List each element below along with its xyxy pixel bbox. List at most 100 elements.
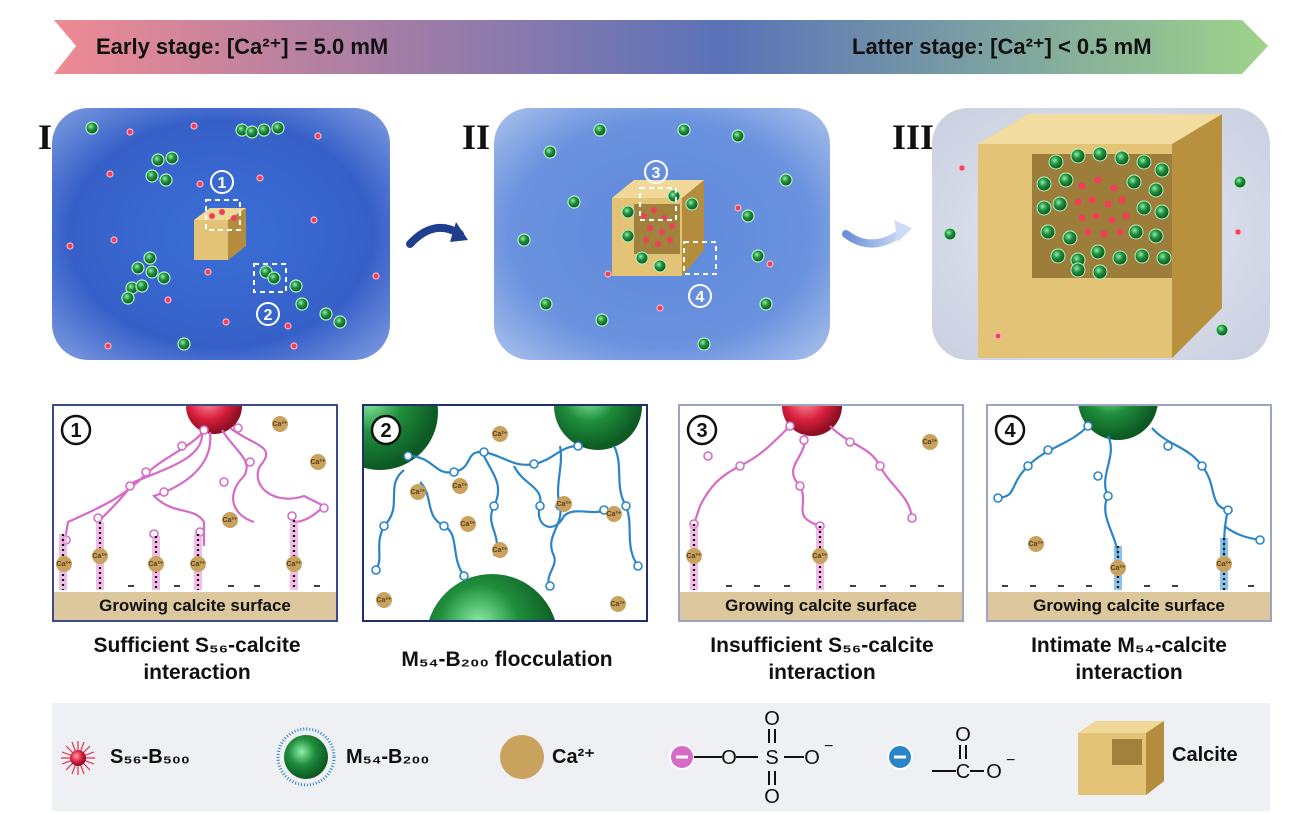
m54-free <box>943 175 1247 337</box>
sulfate-minus: − <box>824 738 833 755</box>
transition-arrow-1 <box>406 222 468 248</box>
ca-ion-label: Ca²⁺ <box>377 597 392 604</box>
sulfate-o-top: O <box>764 708 780 730</box>
carboxylate-o-top: O <box>955 724 971 746</box>
calcite-surface <box>680 592 962 620</box>
marker-2: 2 <box>264 307 273 324</box>
m54-particles <box>85 121 347 351</box>
legend-calcite-label: Calcite <box>1172 744 1238 766</box>
carboxylate-minus: − <box>1006 752 1015 769</box>
marker-circle-4 <box>688 284 712 308</box>
ca-ion-label: Ca²⁺ <box>923 439 938 446</box>
caption-line: Insufficient S₅₆-calcite <box>710 634 934 657</box>
stage-banner <box>54 20 1268 74</box>
detail-number-circle <box>994 414 1026 446</box>
s56-particles <box>604 204 774 312</box>
scene-stage-1: 1 2 <box>52 108 390 360</box>
m54-core-right <box>554 406 642 450</box>
scene-stage-3 <box>932 108 1270 360</box>
transition-arrow-2 <box>842 220 912 248</box>
marker-box-4 <box>683 241 717 275</box>
marker-3: 3 <box>652 165 661 182</box>
marker-circle-3 <box>644 160 668 184</box>
caption-line: interaction <box>143 661 251 684</box>
caption-2: M₅₄-B₂₀₀ flocculation <box>362 646 652 673</box>
sulfate-o: O <box>721 747 737 769</box>
ca-ion-label: Ca²⁺ <box>311 459 326 466</box>
stage-numeral-1: I <box>38 117 53 157</box>
carboxylate-c: C <box>956 761 970 783</box>
sulfate-s: S <box>765 747 778 769</box>
detail-panel-3: Ca²⁺ Ca²⁺ Ca²⁺ 3 Growing calcite surface <box>678 404 964 622</box>
detail-number-circle <box>60 414 92 446</box>
ca-ions: Ca²⁺ Ca²⁺ Ca²⁺ Ca²⁺ Ca²⁺ Ca²⁺ Ca²⁺ Ca²⁺ … <box>376 426 626 612</box>
caption-line: interaction <box>768 661 876 684</box>
ca-ion-label: Ca²⁺ <box>461 521 476 528</box>
sulfate-legend-icon: O S O O O − <box>669 708 833 808</box>
scene-stage-2: 3 4 <box>494 108 830 360</box>
ca-ion-label: Ca²⁺ <box>607 511 622 518</box>
ca-ion-label: Ca²⁺ <box>1029 541 1044 548</box>
caption-line: interaction <box>1075 661 1183 684</box>
ca-ion-label: Ca²⁺ <box>411 489 426 496</box>
s56-core <box>186 406 242 434</box>
m54-particles <box>517 123 793 351</box>
stage-numeral-3: III <box>892 117 935 157</box>
ca-ions: Ca²⁺ Ca²⁺ Ca²⁺ <box>686 434 938 564</box>
banner-left-label: Early stage: [Ca²⁺] = 5.0 mM <box>96 34 389 59</box>
stage-numeral-2: II <box>462 117 491 157</box>
surface-label: Growing calcite surface <box>1033 596 1225 615</box>
s56-legend-icon <box>61 741 95 775</box>
ca-ion-label: Ca²⁺ <box>493 547 508 554</box>
carboxylate-groups <box>371 441 643 591</box>
ca-ions: Ca²⁺ Ca²⁺ Ca²⁺ <box>1028 536 1232 576</box>
s56-core <box>782 406 842 436</box>
ca-ion-label: Ca²⁺ <box>1217 561 1232 568</box>
calcite-cube-medium <box>612 180 704 276</box>
marker-circle-2 <box>256 302 280 326</box>
ca-ion-label: Ca²⁺ <box>611 601 626 608</box>
calcite-surface <box>988 592 1270 620</box>
m54-core <box>1078 406 1158 440</box>
s56-in-cube <box>1074 176 1130 238</box>
surface-label: Growing calcite surface <box>725 596 917 615</box>
detail-number: 3 <box>696 420 707 442</box>
caption-3: Insufficient S₅₆-calcite interaction <box>676 632 968 686</box>
ca-ion-label: Ca²⁺ <box>93 553 108 560</box>
banner-arrow <box>54 20 1268 74</box>
ca-ion-label: Ca²⁺ <box>287 561 302 568</box>
detail-number: 1 <box>70 420 81 442</box>
detail-number: 4 <box>1004 420 1016 442</box>
legend-graphics: O S O O O − C O O − <box>61 708 1164 808</box>
marker-circle-1 <box>210 170 234 194</box>
bound-chains <box>1114 538 1228 590</box>
detail-panel-4: Ca²⁺ Ca²⁺ Ca²⁺ 4 Growing calcite surface <box>986 404 1272 622</box>
ca-ion-label: Ca²⁺ <box>493 431 508 438</box>
ca-legend-icon <box>500 735 544 779</box>
caption-1: Sufficient S₅₆-calcite interaction <box>52 632 342 686</box>
sulfate-o-bottom: O <box>764 786 780 808</box>
sulfate-groups <box>689 421 917 531</box>
bound-chains <box>690 524 824 590</box>
detail-panel-1: Ca²⁺ Ca²⁺ Ca²⁺ Ca²⁺ Ca²⁺ Ca²⁺ Ca²⁺ Ca²⁺ … <box>52 404 338 622</box>
calcite-legend-icon <box>1078 721 1164 795</box>
detail-number: 2 <box>380 420 391 442</box>
ca-ion-label: Ca²⁺ <box>813 553 828 560</box>
legend-ca-label: Ca²⁺ <box>552 746 595 768</box>
ca-ion-label: Ca²⁺ <box>557 501 572 508</box>
legend-m54-label: M₅₄-B₂₀₀ <box>346 746 430 768</box>
marker-box-3 <box>639 187 677 221</box>
marker-1: 1 <box>218 175 227 192</box>
s56-free <box>958 164 1242 340</box>
detail-panel-2: Ca²⁺ Ca²⁺ Ca²⁺ Ca²⁺ Ca²⁺ Ca²⁺ Ca²⁺ Ca²⁺ … <box>362 404 648 622</box>
legend-s56-label: S₅₆-B₅₀₀ <box>110 746 190 768</box>
ca-ion-label: Ca²⁺ <box>453 483 468 490</box>
ca-ion-label: Ca²⁺ <box>687 553 702 560</box>
caption-line: M₅₄-B₂₀₀ flocculation <box>401 648 613 671</box>
detail-number-circle <box>686 414 718 446</box>
ca-ion-label: Ca²⁺ <box>191 561 206 568</box>
carboxylate-legend-icon: C O O − <box>887 724 1015 783</box>
caption-line: Sufficient S₅₆-calcite <box>93 634 301 657</box>
m54-chains <box>375 444 639 587</box>
ca-ion-label: Ca²⁺ <box>273 421 288 428</box>
